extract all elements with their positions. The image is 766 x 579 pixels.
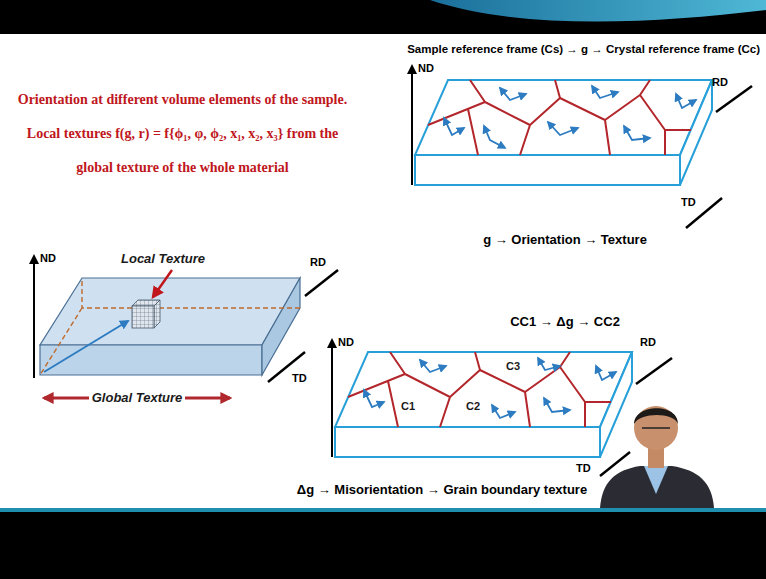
axis-label: ND <box>338 336 354 348</box>
position-vector <box>44 321 128 372</box>
volume-element-cube <box>132 300 160 328</box>
orientation-arrows <box>548 122 578 135</box>
orientation-arrows <box>364 358 616 418</box>
sample-slab <box>40 345 262 375</box>
callout-label: Global Texture <box>89 390 186 405</box>
axis-arrows <box>34 256 338 382</box>
bottom-bar <box>0 508 766 579</box>
axis-arrows <box>411 66 413 185</box>
axis-label: TD <box>681 196 696 208</box>
caption-text: Δg → Misorientation → Grain boundary tex… <box>295 482 589 497</box>
axis-arrows <box>305 270 338 296</box>
sample-slab <box>40 278 300 375</box>
axis-label: ND <box>418 62 434 74</box>
description-text: Orientation at different volume elements… <box>10 83 355 185</box>
orientation-arrows <box>544 398 570 412</box>
presenter-figure <box>600 406 714 508</box>
axis-arrows <box>600 452 630 476</box>
axis-label: TD <box>292 372 307 384</box>
leader-arrow <box>153 270 172 297</box>
heading-text: Sample reference frame (Cs) → g → Crysta… <box>407 43 760 55</box>
caption-text: CC1 → Δg → CC2 <box>508 314 622 329</box>
orientation-arrows <box>484 126 505 148</box>
grain-slab <box>335 352 632 457</box>
orientation-arrows <box>624 126 650 140</box>
axis-arrows <box>412 66 752 228</box>
sample-slab <box>40 278 300 375</box>
presenter-figure <box>644 466 668 494</box>
grain-label: C3 <box>505 360 521 372</box>
orientation-arrows <box>676 94 696 108</box>
top-bar <box>0 0 766 34</box>
presenter-figure <box>642 427 670 429</box>
presenter-figure <box>634 406 678 450</box>
grain-slab <box>415 80 712 185</box>
axis-arrows <box>33 256 35 378</box>
axis-label: RD <box>640 336 656 348</box>
axis-label: TD <box>576 462 591 474</box>
grain-label: C2 <box>465 400 481 412</box>
orientation-arrows <box>592 86 618 98</box>
caption-text: g → Orientation → Texture <box>481 232 649 247</box>
axis-arrows <box>636 358 672 384</box>
presenter-figure <box>634 408 678 424</box>
presenter-figure <box>600 466 714 508</box>
top-bar <box>430 0 766 22</box>
orientation-arrows <box>500 88 526 100</box>
axis-arrows <box>331 340 333 457</box>
axis-label: ND <box>40 252 56 264</box>
axis-label: RD <box>712 76 728 88</box>
bottom-bar <box>0 512 766 579</box>
orientation-arrows <box>596 366 616 380</box>
orientation-arrows <box>444 86 696 148</box>
orientation-arrows <box>364 390 384 407</box>
orientation-arrows <box>492 405 515 418</box>
callout-label: Local Texture <box>118 251 208 266</box>
grain-label: C1 <box>400 400 416 412</box>
axis-label: RD <box>310 256 326 268</box>
orientation-arrows <box>420 360 446 372</box>
orientation-arrows <box>538 358 560 370</box>
volume-element-cube <box>154 300 160 328</box>
top-bar <box>0 0 766 34</box>
bottom-bar <box>0 508 766 512</box>
axis-arrows <box>332 340 672 476</box>
volume-element-cube <box>132 306 154 328</box>
axis-arrows <box>716 86 752 112</box>
orientation-arrows <box>444 118 464 135</box>
